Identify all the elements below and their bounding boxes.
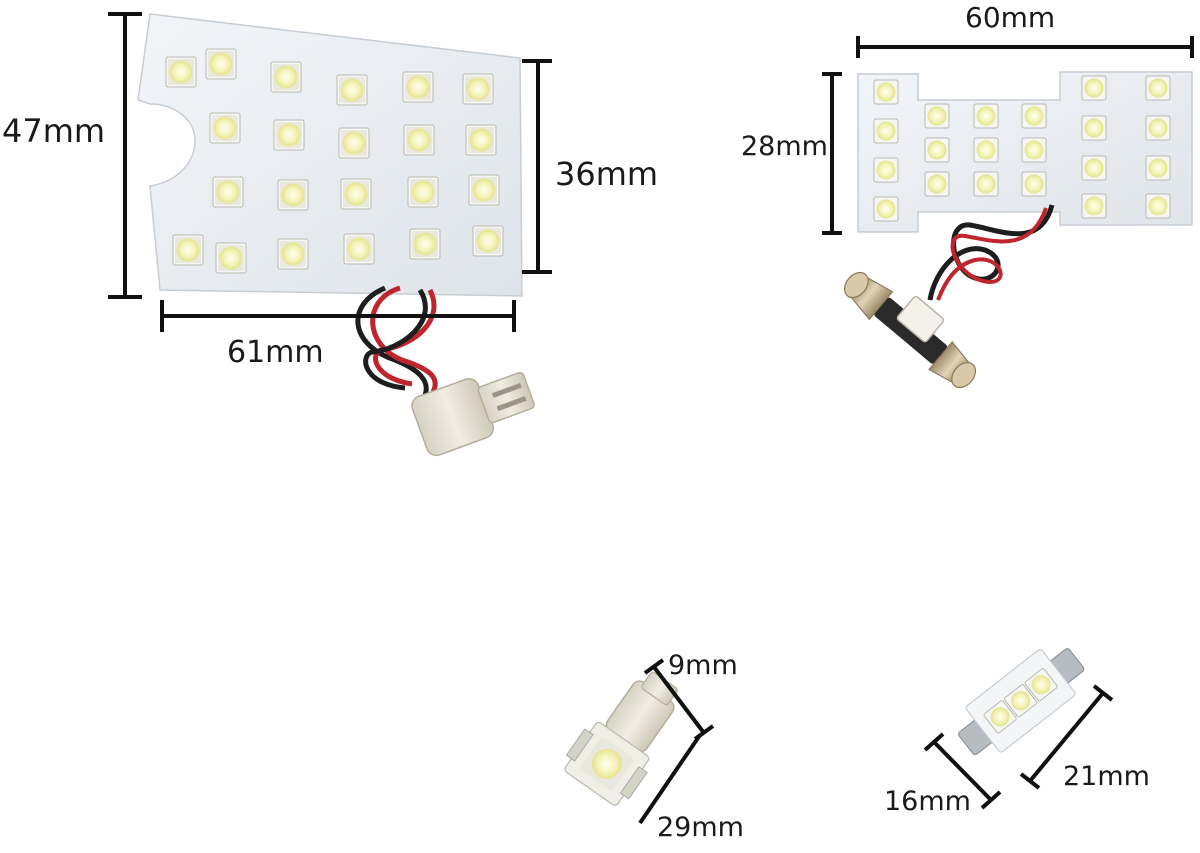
festoon-length-label: 21mm (1063, 761, 1150, 792)
t10-diameter-label: 9mm (668, 650, 738, 681)
wide-panel-height-label: 28mm (741, 131, 828, 162)
large-panel-wiring (355, 285, 535, 457)
t10-wedge-bulb (564, 671, 678, 806)
large-led-panel (137, 13, 523, 297)
dimension-lines (108, 12, 1194, 825)
wide-led-panel (857, 71, 1193, 233)
wide-panel-width-label: 60mm (965, 1, 1056, 34)
large-panel-height-label: 47mm (2, 112, 106, 150)
festoon-led-bulb (958, 648, 1085, 756)
t10-length-label: 29mm (657, 812, 744, 843)
festoon-width-label: 16mm (884, 786, 971, 817)
large-panel-width-label: 61mm (227, 335, 324, 370)
large-panel-inner-height-label: 36mm (555, 155, 659, 193)
wide-panel-wiring (843, 204, 1055, 389)
